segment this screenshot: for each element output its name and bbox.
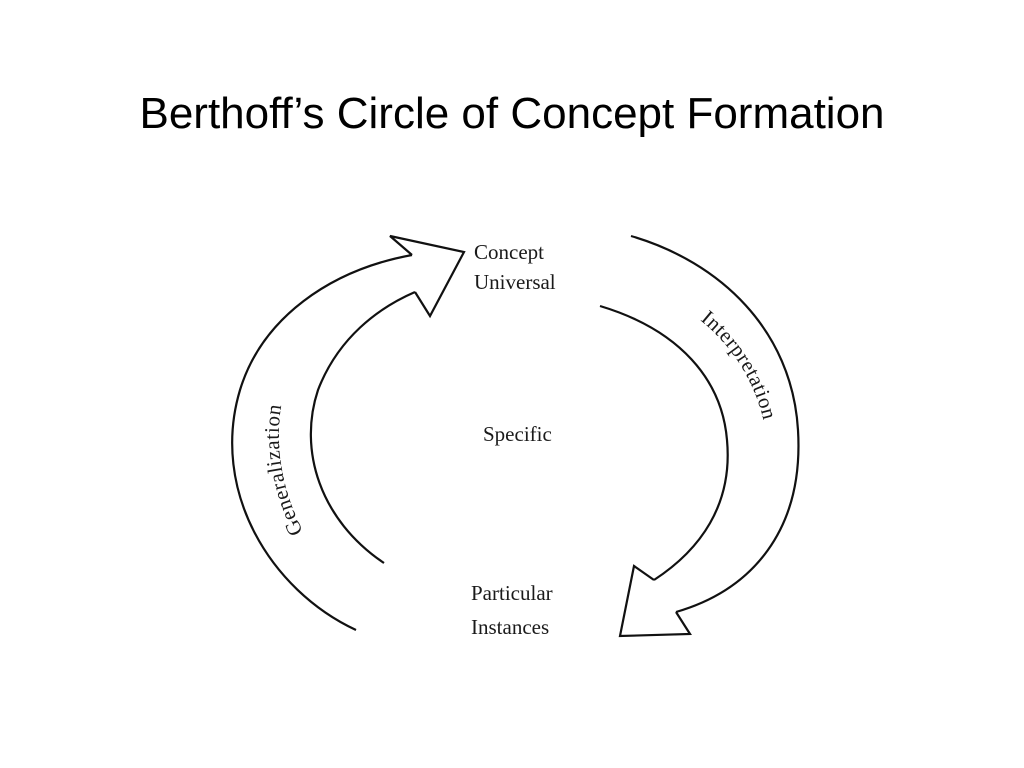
node-concept-label: Concept	[474, 240, 544, 264]
interpretation-arrowhead	[618, 564, 692, 638]
slide-title: Berthoff’s Circle of Concept Formation	[139, 89, 885, 138]
generalization-arrow-inner-edge	[309, 290, 416, 564]
node-particular-label: Particular	[471, 581, 553, 605]
node-universal-label: Universal	[474, 270, 556, 294]
node-instances-label: Instances	[471, 615, 549, 639]
interpretation-label-path: Interpretation	[697, 305, 782, 422]
generalization-arrowhead	[389, 234, 466, 319]
generalization-label-path: Generalization	[260, 402, 307, 540]
generalization-arrow-outer-edge	[231, 253, 413, 631]
generalization-label: Generalization	[260, 402, 308, 540]
interpretation-arrow-inner-edge	[599, 304, 729, 581]
interpretation-arrow	[599, 234, 800, 638]
node-specific-label: Specific	[483, 422, 552, 446]
generalization-arrow	[231, 234, 466, 631]
interpretation-label: Interpretation	[697, 305, 782, 422]
interpretation-arrow-outer-edge	[630, 234, 800, 614]
